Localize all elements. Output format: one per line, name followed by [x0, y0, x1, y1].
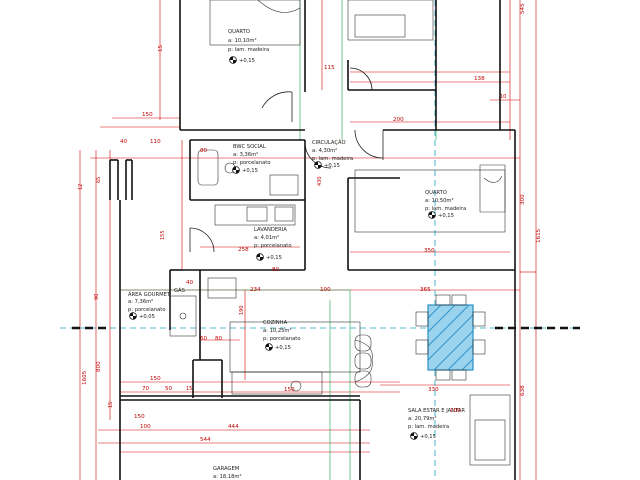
room-sala-area: a: 20,79m²	[408, 416, 437, 422]
gas-label: GÁS	[174, 287, 185, 294]
room-quarto-right-name: QUARTO	[425, 190, 447, 196]
dim-100-sala: 100	[450, 408, 461, 414]
room-cozinha-area: a: 10,25m²	[263, 328, 292, 334]
dim-40-top: 40	[120, 139, 128, 145]
dim-40-gas: 40	[186, 280, 194, 286]
dimension-lines	[79, 0, 537, 480]
dim-15-left: 15	[108, 402, 114, 408]
dim-800: 800	[96, 361, 102, 372]
dim-50: 50	[165, 386, 173, 392]
room-gourmet-name: ÁREA GOURMET	[128, 291, 171, 298]
dim-1605: 1605	[82, 370, 88, 385]
room-lavanderia-floor: p: porcelanato	[254, 243, 292, 249]
dim-115: 115	[324, 65, 335, 71]
dim-12: 12	[78, 184, 84, 190]
room-lavanderia-area: a: 4,01m²	[254, 235, 279, 241]
room-labels: QUARTO a: 10,10m² p: lam. madeira +0,15 …	[128, 29, 466, 480]
dim-138: 138	[474, 76, 485, 82]
dining-table	[415, 294, 486, 381]
room-lavanderia-level: +0,15	[266, 255, 282, 261]
walls	[109, 0, 516, 480]
dim-365: 365	[420, 287, 431, 293]
room-bwc-floor: p: porcelanato	[233, 160, 271, 166]
room-quarto-top-floor: p: lam. madeira	[228, 47, 269, 53]
room-quarto-right-floor: p: lam. madeira	[425, 206, 466, 212]
dim-234: 234	[250, 287, 261, 293]
dim-80-cozinha: 80	[215, 336, 223, 342]
dim-150-bottom: 150	[150, 376, 161, 382]
dim-200: 200	[393, 117, 404, 123]
dim-15-bottom: 15	[186, 386, 192, 392]
room-circulacao-area: a: 4,30m²	[312, 148, 337, 154]
dim-150-cozinha: 150	[284, 387, 295, 393]
room-bwc-name: BWC SOCIAL	[233, 144, 266, 150]
level-marker-icon	[265, 343, 273, 351]
room-sala-level: +0,15	[420, 434, 436, 440]
room-gourmet-area: a: 7,36m²	[128, 299, 153, 305]
level-markers	[129, 56, 436, 440]
dim-155: 155	[160, 230, 166, 240]
dim-80-lav: 80	[272, 267, 280, 273]
dim-300-right: 300	[520, 194, 526, 205]
level-marker-icon	[256, 253, 264, 261]
room-quarto-right-area: a: 10,50m²	[425, 198, 454, 204]
room-bwc-area: a: 3,36m²	[233, 152, 258, 158]
dim-80-bwc: 80	[200, 148, 208, 154]
dim-1615: 1615	[536, 228, 542, 243]
dim-350: 350	[424, 248, 435, 254]
fixtures	[169, 0, 511, 466]
room-garagem-name: GARAGEM	[213, 466, 239, 472]
level-marker-icon	[229, 56, 237, 64]
room-circulacao-level: +0,15	[324, 163, 340, 169]
axis-lines	[60, 0, 580, 480]
level-marker-icon	[410, 432, 418, 440]
dim-444: 444	[228, 424, 239, 430]
room-lavanderia-name: LAVANDERIA	[254, 227, 287, 233]
room-garagem-area: a: 18,18m²	[213, 474, 242, 480]
level-marker-icon	[232, 166, 240, 174]
room-bwc-level: +0,15	[242, 168, 258, 174]
room-gourmet-floor: p: porcelanato	[128, 307, 166, 313]
room-quarto-top-area: a: 10,10m²	[228, 38, 257, 44]
dim-15-top: 15	[158, 44, 164, 52]
door-swings	[189, 67, 384, 253]
room-sala-name: SALA ESTAR E JANTAR	[408, 408, 465, 414]
dimension-texts: 545 300 1615 638 1605 800 150 110 40 80 …	[78, 3, 542, 443]
dim-150-top: 150	[142, 112, 153, 118]
dim-60: 60	[200, 336, 208, 342]
dim-90: 90	[94, 294, 100, 300]
level-marker-icon	[129, 312, 137, 320]
dim-544: 544	[200, 437, 211, 443]
dim-10: 10	[500, 94, 506, 100]
room-quarto-right-level: +0,15	[438, 213, 454, 219]
dim-545: 545	[520, 3, 526, 14]
room-circulacao-name: CIRCULAÇÃO	[312, 139, 346, 146]
dim-638: 638	[520, 385, 526, 396]
dim-65: 65	[96, 177, 102, 183]
dim-100-garagem: 100	[140, 424, 151, 430]
dim-110: 110	[150, 139, 161, 145]
room-sala-floor: p: lam. madeira	[408, 424, 449, 430]
room-cozinha-level: +0,15	[275, 345, 291, 351]
dim-100-mid: 100	[320, 287, 331, 293]
room-gourmet-level: +0,05	[139, 314, 155, 320]
level-marker-icon	[314, 161, 322, 169]
room-quarto-top-name: QUARTO	[228, 29, 250, 35]
level-marker-icon	[428, 211, 436, 219]
dim-190: 190	[239, 305, 245, 315]
room-circulacao-floor: p: lam. madeira	[312, 156, 353, 162]
dim-150-left: 150	[134, 414, 145, 420]
room-cozinha-floor: p: porcelanato	[263, 336, 301, 342]
dim-430: 430	[317, 176, 323, 186]
room-quarto-top-level: +0,15	[239, 58, 255, 64]
dim-258: 258	[238, 247, 249, 253]
dim-70: 70	[142, 386, 150, 392]
room-cozinha-name: COZINHA	[263, 320, 288, 326]
dim-330: 330	[428, 387, 439, 393]
